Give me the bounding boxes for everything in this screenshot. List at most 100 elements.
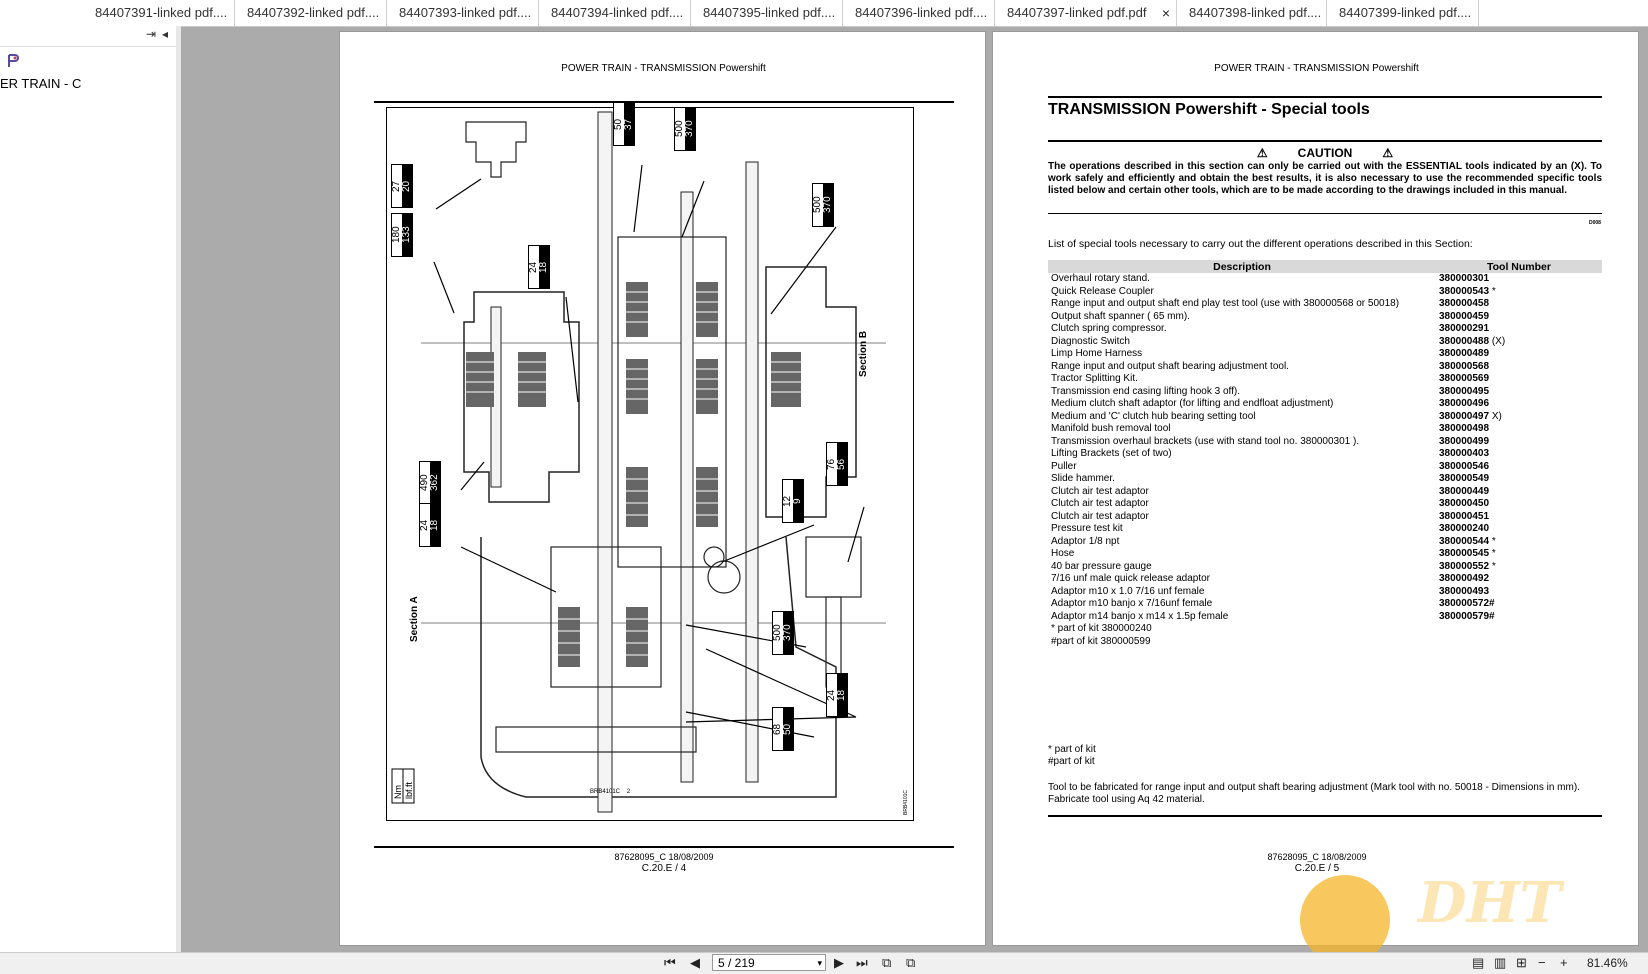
torque-lbfft: 133 [401, 214, 412, 256]
tab-84407397[interactable]: 84407397-linked pdf.pdf× [995, 0, 1177, 26]
tool-number: 380000492 [1439, 573, 1490, 584]
table-row: Transmission overhaul brackets (use with… [1048, 436, 1602, 449]
last-page-icon[interactable]: ⏭ [856, 955, 868, 970]
tool-number: 380000240 [1439, 523, 1490, 534]
next-view-icon[interactable]: ⧉ [906, 955, 916, 970]
tab-84407398[interactable]: 84407398-linked pdf.... [1177, 0, 1327, 26]
tool-number-cell: 380000498 [1436, 423, 1602, 436]
warning-icon: ⚠ [1256, 146, 1268, 160]
tool-description: #part of kit 380000599 [1051, 635, 1151, 647]
tab-label: 84407395-linked pdf.... [703, 5, 836, 20]
page-number-input[interactable]: 5 / 219▾ [712, 954, 826, 971]
table-row: Slide hammer. 380000549 [1048, 473, 1602, 486]
page-header: POWER TRAIN - TRANSMISSION Powershift [561, 63, 766, 74]
page-layout-icon[interactable]: ▥ [1494, 955, 1507, 970]
tab-label: 84407392-linked pdf.... [247, 5, 380, 20]
bookmark-icon[interactable] [6, 54, 20, 68]
col-tool-number-header: Tool Number [1436, 260, 1602, 273]
tool-number: 380000544 [1439, 535, 1490, 547]
tab-84407394[interactable]: 84407394-linked pdf.... [539, 0, 691, 26]
tool-description: Overhaul rotary stand. [1051, 273, 1150, 284]
table-row: Medium and 'C' clutch hub bearing settin… [1048, 411, 1602, 424]
tool-number: 380000497 [1439, 410, 1490, 422]
tool-number-cell: 380000543 * [1436, 286, 1602, 299]
fit-width-icon[interactable]: ⊞ [1516, 955, 1527, 970]
previous-view-icon[interactable]: ⧉ [882, 955, 892, 970]
view-mode-icon[interactable]: ▤ [1472, 955, 1485, 970]
chevron-down-icon[interactable]: ▾ [817, 958, 822, 968]
tool-mark: * [1489, 548, 1496, 559]
warning-icon: ⚠ [1382, 146, 1394, 160]
figure-caption-code: BRB4101C [590, 789, 621, 795]
navigation-bar: ⏮ ◀ 5 / 219▾ ▶ ⏭ ⧉ ⧉ ▤ ▥ ⊞ − + 81.46% [0, 952, 1648, 974]
tab-label: 84407393-linked pdf.... [399, 5, 532, 20]
torque-lbfft: 18 [429, 504, 440, 546]
collapse-panel-icon[interactable]: ◂ [162, 27, 169, 41]
tool-number-cell: 380000545 * [1436, 548, 1602, 561]
footer-page: C.20.E / 4 [641, 863, 687, 874]
table-row: Hose 380000545 * [1048, 548, 1602, 561]
tool-description: Range input and output shaft bearing adj… [1051, 360, 1289, 372]
zoom-in-icon[interactable]: + [1560, 955, 1568, 970]
tool-number-cell: 380000450 [1436, 498, 1602, 511]
tool-description: Hose [1051, 548, 1075, 559]
tool-number: 380000301 [1439, 273, 1490, 284]
tab-84407391[interactable]: 84407391-linked pdf.... [83, 0, 235, 26]
table-row: Limp Home Harness 380000489 [1048, 348, 1602, 361]
tab-84407392[interactable]: 84407392-linked pdf.... [235, 0, 387, 26]
caution-title: CAUTION [1297, 146, 1353, 160]
tool-description: Clutch air test adaptor [1051, 498, 1149, 509]
prev-page-icon[interactable]: ◀ [690, 955, 700, 970]
tool-number-cell: 380000489 [1436, 348, 1602, 361]
tab-84407393[interactable]: 84407393-linked pdf.... [387, 0, 539, 26]
tool-number-cell: 380000549 [1436, 473, 1602, 486]
title-rule-bottom [1048, 140, 1602, 142]
zoom-out-icon[interactable]: − [1538, 955, 1546, 970]
tool-description: Output shaft spanner ( 65 mm). [1051, 310, 1190, 322]
table-row: Clutch spring compressor.380000291 [1048, 323, 1602, 336]
tool-description: Tractor Splitting Kit. [1051, 373, 1138, 384]
units-legend: Nm lbf.ft [391, 768, 415, 804]
tool-number-cell: 380000552 * [1436, 561, 1602, 574]
tab-84407395[interactable]: 84407395-linked pdf.... [691, 0, 843, 26]
torque-lbfft: 9 [792, 480, 803, 522]
tool-description: Clutch air test adaptor [1051, 510, 1149, 522]
first-page-icon[interactable]: ⏮ [664, 955, 676, 970]
close-icon[interactable]: × [1161, 5, 1170, 21]
bookmark-item[interactable]: ER TRAIN - C [0, 76, 82, 91]
tool-number: 380000489 [1439, 348, 1490, 359]
zoom-level[interactable]: 81.46% [1587, 956, 1628, 970]
table-row: Overhaul rotary stand. 380000301 [1048, 273, 1602, 286]
bookmarks-panel: ⇥ ◂ ER TRAIN - C [0, 26, 177, 952]
tool-number-cell [1436, 636, 1602, 649]
tool-description: Slide hammer. [1051, 473, 1115, 484]
table-row: Medium clutch shaft adaptor (for lifting… [1048, 398, 1602, 411]
tool-description: Transmission overhaul brackets (use with… [1051, 435, 1360, 447]
torque-lbfft: 18 [836, 674, 847, 716]
tool-description: Medium clutch shaft adaptor (for lifting… [1051, 398, 1334, 409]
figure-number: 2 [626, 789, 631, 795]
next-page-icon[interactable]: ▶ [834, 955, 844, 970]
table-row: Clutch air test adaptor 380000450 [1048, 498, 1602, 511]
table-row: Clutch air test adaptor 380000451 [1048, 511, 1602, 524]
caution-heading: ⚠ CAUTION ⚠ [1048, 146, 1602, 160]
tool-mark: X) [1489, 410, 1502, 422]
tab-84407399[interactable]: 84407399-linked pdf.... [1327, 0, 1479, 26]
expand-icon[interactable]: ⇥ [146, 27, 157, 41]
panel-splitter[interactable] [176, 26, 181, 952]
tool-number-cell: 380000568 [1436, 361, 1602, 374]
tab-84407396[interactable]: 84407396-linked pdf.... [843, 0, 995, 26]
tool-number: 380000451 [1439, 510, 1490, 522]
section-a-label: Section A [409, 596, 420, 642]
tool-description: Limp Home Harness [1051, 348, 1143, 359]
tool-number: 380000572# [1439, 598, 1495, 609]
tool-description: Adaptor m10 x 1.0 7/16 unf female [1051, 585, 1205, 597]
